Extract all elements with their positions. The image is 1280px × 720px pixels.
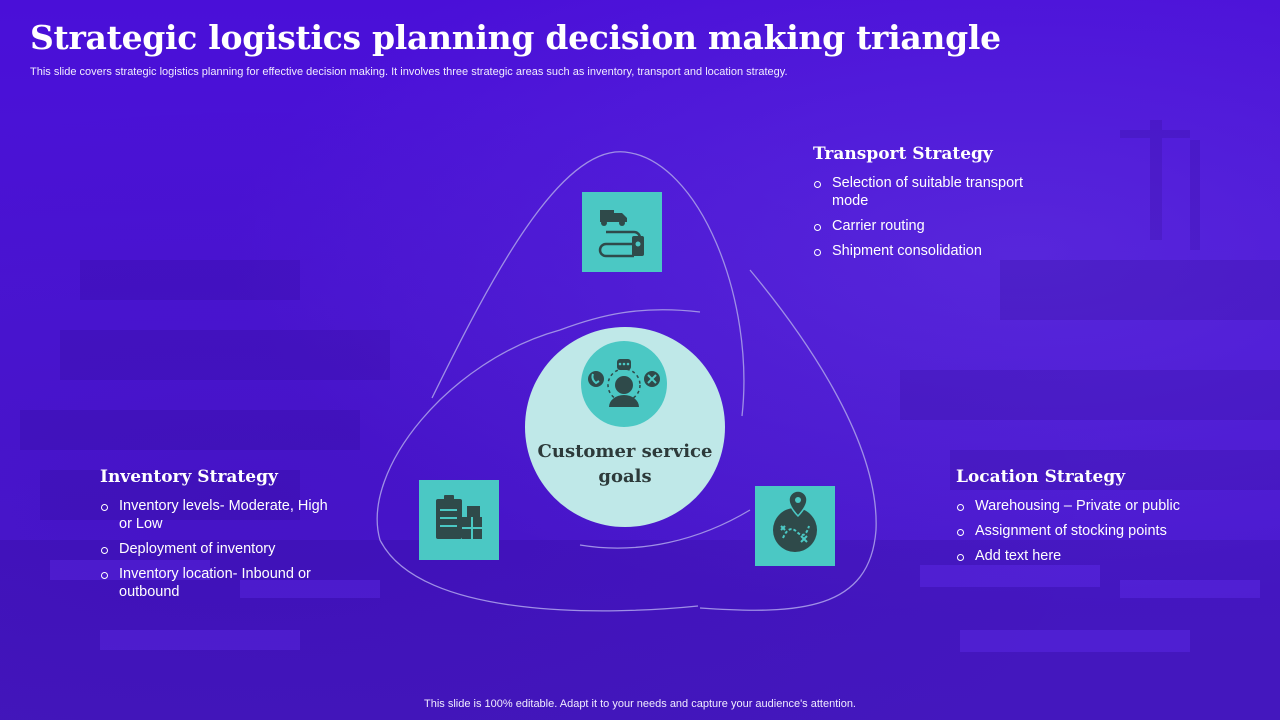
list-item: Warehousing – Private or public — [956, 497, 1206, 515]
list-item: Selection of suitable transport mode — [813, 174, 1053, 210]
transport-icon-box — [582, 192, 662, 272]
customer-service-goals-circle: Customer service goals — [525, 327, 725, 527]
slide-title: Strategic logistics planning decision ma… — [30, 18, 1001, 57]
footer-note: This slide is 100% editable. Adapt it to… — [424, 698, 856, 710]
transport-strategy-heading: Transport Strategy — [813, 144, 993, 164]
truck-route-icon — [598, 210, 644, 258]
list-item: Assignment of stocking points — [956, 522, 1206, 540]
location-icon-box — [755, 486, 835, 566]
list-item: Carrier routing — [813, 217, 1053, 235]
inventory-boxes-icon — [436, 495, 482, 539]
location-map-icon — [773, 490, 817, 552]
slide-subtitle: This slide covers strategic logistics pl… — [30, 66, 788, 78]
port-background-texture — [0, 120, 1280, 720]
transport-strategy-block: Transport Strategy Selection of suitable… — [813, 144, 1053, 267]
location-strategy-list: Warehousing – Private or public Assignme… — [956, 497, 1206, 565]
list-item: Shipment consolidation — [813, 242, 1053, 260]
list-item: Deployment of inventory — [100, 540, 330, 558]
center-label: Customer service goals — [537, 441, 713, 487]
inventory-strategy-heading: Inventory Strategy — [100, 467, 278, 487]
list-item: Add text here — [956, 547, 1206, 565]
transport-strategy-list: Selection of suitable transport mode Car… — [813, 174, 1053, 260]
customer-support-icon — [588, 359, 660, 407]
list-item: Inventory location- Inbound or outbound — [100, 565, 330, 601]
list-item: Inventory levels- Moderate, High or Low — [100, 497, 330, 533]
location-strategy-heading: Location Strategy — [956, 467, 1126, 487]
inventory-strategy-block: Inventory Strategy Inventory levels- Mod… — [100, 467, 330, 608]
location-strategy-block: Location Strategy Warehousing – Private … — [956, 467, 1206, 572]
inventory-strategy-list: Inventory levels- Moderate, High or Low … — [100, 497, 330, 601]
center-icon-disc — [581, 341, 667, 427]
inventory-icon-box — [419, 480, 499, 560]
